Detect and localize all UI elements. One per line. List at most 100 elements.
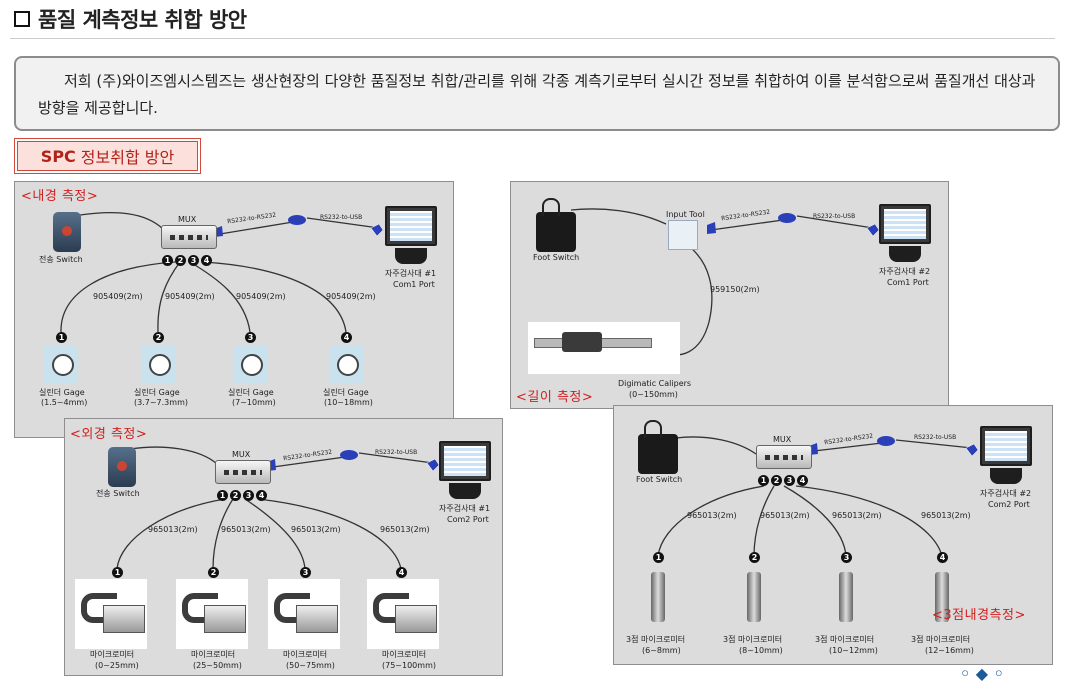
micrometer-icon [176, 579, 248, 649]
outer-gauge-range-1: (0~25mm) [95, 661, 139, 670]
intro-text: 저희 (주)와이즈엠시스템즈는 생산현장의 다양한 품질정보 취합/관리를 위해… [38, 72, 1036, 117]
bore-gauge-num-2: 2 [749, 552, 760, 563]
inner-rs232usb-label: RS232-to-USB [320, 214, 363, 221]
bore-rs232usb-label: RS232-to-USB [914, 434, 957, 441]
bore-cable-3: 965013(2m) [832, 511, 882, 520]
length-caliper-range: (0~150mm) [629, 390, 678, 399]
cylinder-gauge-icon [141, 346, 175, 384]
outer-gauge-num-2: 2 [208, 567, 219, 578]
length-switch-label: Foot Switch [533, 253, 580, 262]
inspection-pc-monitor-icon [383, 206, 439, 266]
outer-mux-label: MUX [232, 450, 251, 459]
outer-panel-title: <외경 측정> [70, 427, 148, 442]
outer-gauge-num-1: 1 [112, 567, 123, 578]
inner-switch-label: 전송 Switch [39, 255, 83, 264]
foot-switch-icon [536, 198, 576, 252]
outer-cable-4: 965013(2m) [380, 525, 430, 534]
inner-gauge-name-3: 실린더 Gage [228, 388, 274, 397]
length-input-tool-label: Input Tool [666, 210, 705, 219]
bore-cable-1: 965013(2m) [687, 511, 737, 520]
inner-mux-num-1: 1 [162, 255, 173, 266]
spc-label-rest: 정보취합 방안 [80, 148, 175, 167]
inner-wiring [60, 211, 384, 333]
bore-wiring [657, 436, 979, 557]
bore-gauge-num-3: 3 [841, 552, 852, 563]
inner-mux-num-4: 4 [201, 255, 212, 266]
inner-gauge-name-1: 실린더 Gage [39, 388, 85, 397]
outer-gauge-name-4: 마이크로미터 [382, 650, 427, 659]
micrometer-icon [268, 579, 340, 649]
length-port-label: Com1 Port [887, 278, 929, 287]
spc-section-label: SPC 정보취합 방안 [14, 138, 201, 174]
intro-box: 저희 (주)와이즈엠시스템즈는 생산현장의 다양한 품질정보 취합/관리를 위해… [14, 56, 1060, 131]
bore-gauge-range-4: (12~16mm) [925, 646, 974, 655]
inspection-pc-monitor-icon [978, 426, 1034, 486]
bore-cable-2: 965013(2m) [760, 511, 810, 520]
bore-gauge-range-2: (8~10mm) [739, 646, 783, 655]
length-pc-label: 자주검사대 #2 [879, 267, 931, 276]
three-point-micrometer-icon [651, 572, 665, 622]
bore-gauge-name-2: 3점 마이크로미터 [723, 635, 783, 644]
length-wiring [570, 208, 880, 356]
mux-icon [161, 225, 217, 249]
bore-panel-title: <3점내경측정> [932, 608, 1026, 623]
cylinder-gauge-icon [44, 346, 78, 384]
page-title: 품질 계측정보 취합 방안 [14, 4, 247, 34]
foot-switch-icon [638, 420, 678, 474]
inspection-pc-monitor-icon [877, 204, 933, 264]
inspection-pc-monitor-icon [437, 441, 493, 501]
panel-bore-measure: Foot Switch MUX RS232-to-RS232 RS232-to-… [613, 405, 1053, 665]
bore-mux-num-3: 3 [784, 475, 795, 486]
outer-switch-label: 전송 Switch [96, 489, 140, 498]
outer-gauge-num-4: 4 [396, 567, 407, 578]
transfer-switch-icon [53, 212, 81, 252]
bore-mux-label: MUX [773, 435, 792, 444]
page-title-text: 품질 계측정보 취합 방안 [38, 8, 247, 32]
bore-gauge-range-3: (10~12mm) [829, 646, 878, 655]
checkbox-bullet-icon [14, 11, 30, 27]
outer-gauge-num-3: 3 [300, 567, 311, 578]
mux-icon [215, 460, 271, 484]
inner-mux-num-2: 2 [175, 255, 186, 266]
outer-mux-num-2: 2 [230, 490, 241, 501]
panel-outer-measure: <외경 측정> 전송 Switch MUX RS232-to-RS232 RS2… [64, 418, 503, 676]
bore-gauge-name-4: 3점 마이크로미터 [911, 635, 971, 644]
bore-mux-num-1: 1 [758, 475, 769, 486]
bore-switch-label: Foot Switch [636, 475, 683, 484]
cylinder-gauge-icon [233, 346, 267, 384]
inner-cable-3: 905409(2m) [236, 292, 286, 301]
inner-mux-label: MUX [178, 215, 197, 224]
inner-gauge-num-2: 2 [153, 332, 164, 343]
panel-length-measure: Foot Switch Input Tool RS232-to-RS232 RS… [510, 181, 949, 409]
inner-gauge-num-3: 3 [245, 332, 256, 343]
outer-mux-num-1: 1 [217, 490, 228, 501]
outer-gauge-range-4: (75~100mm) [382, 661, 436, 670]
inner-gauge-range-1: (1.5~4mm) [41, 398, 88, 407]
input-tool-icon [668, 220, 698, 250]
outer-gauge-name-3: 마이크로미터 [283, 650, 328, 659]
inner-gauge-range-3: (7~10mm) [232, 398, 276, 407]
outer-mux-num-3: 3 [243, 490, 254, 501]
bore-mux-num-2: 2 [771, 475, 782, 486]
inner-gauge-name-4: 실린더 Gage [323, 388, 369, 397]
micrometer-icon [367, 579, 439, 649]
bore-gauge-range-1: (6~8mm) [642, 646, 681, 655]
inner-mux-num-3: 3 [188, 255, 199, 266]
outer-gauge-name-2: 마이크로미터 [191, 650, 236, 659]
inner-gauge-num-4: 4 [341, 332, 352, 343]
micrometer-icon [75, 579, 147, 649]
bore-port-label: Com2 Port [988, 500, 1030, 509]
outer-wiring [116, 446, 440, 570]
bore-gauge-num-4: 4 [937, 552, 948, 563]
outer-rs232usb-label: RS232-to-USB [375, 449, 418, 456]
outer-gauge-range-3: (50~75mm) [286, 661, 335, 670]
length-rs232usb-label: RS232-to-USB [813, 213, 856, 220]
bore-gauge-num-1: 1 [653, 552, 664, 563]
bore-pc-label: 자주검사대 #2 [980, 489, 1032, 498]
outer-cable-3: 965013(2m) [291, 525, 341, 534]
bore-gauge-name-1: 3점 마이크로미터 [626, 635, 686, 644]
length-caliper-label: Digimatic Calipers [618, 379, 692, 388]
inner-panel-title: <내경 측정> [21, 189, 99, 204]
title-divider [10, 38, 1055, 39]
outer-port-label: Com2 Port [447, 515, 489, 524]
